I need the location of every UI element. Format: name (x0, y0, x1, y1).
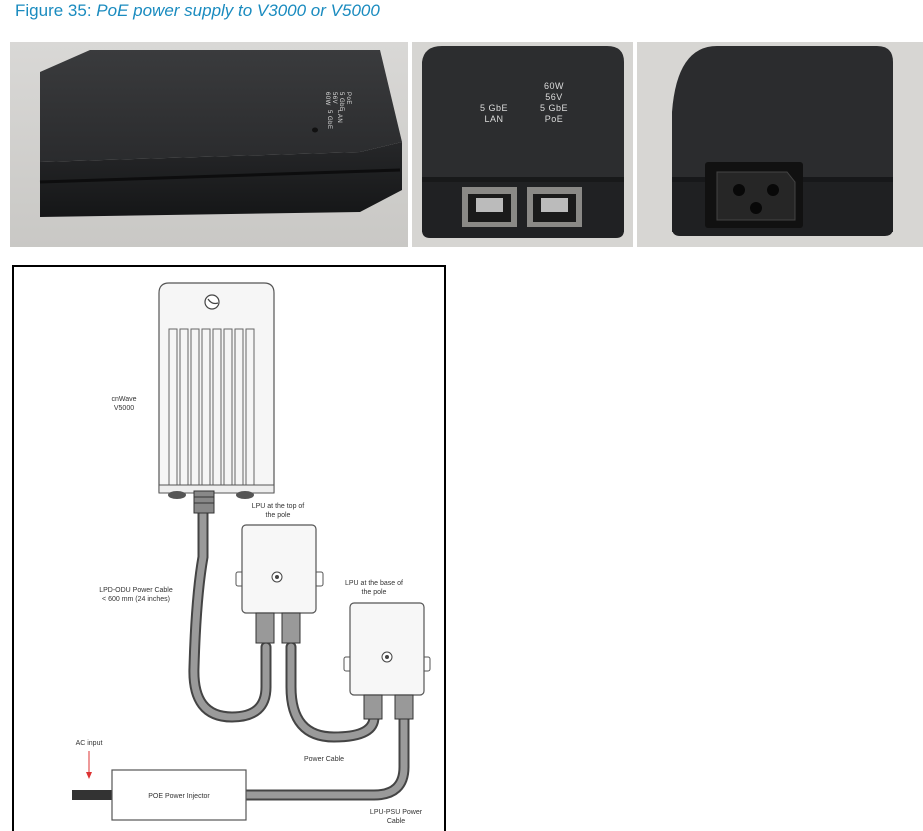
poe-label-line4: PoE (545, 114, 564, 124)
device-label-line1: cnWave (111, 396, 136, 403)
poe-injector-ac-socket-photo (637, 42, 923, 247)
poe-injector-side-photo: 60W 56V 5 GbE PoE 5 GbE LAN (10, 42, 408, 247)
lpu-base-unit (343, 602, 431, 720)
poe-port-icon (527, 187, 582, 227)
port-labels: 60W 56V 5 GbE PoE 5 GbE LAN (324, 92, 351, 130)
label-60w: 60W (324, 92, 330, 106)
label-poe: PoE (345, 92, 351, 105)
label-lan: LAN (336, 110, 342, 123)
lpu-top-label-line2: the pole (266, 512, 291, 519)
injector-label: POE Power Injector (148, 793, 210, 800)
lpu-base-label-line2: the pole (362, 589, 387, 596)
lpu-top-label-line1: LPU at the top of (252, 503, 305, 510)
device-label-line2: V5000 (114, 405, 134, 412)
poe-label-line3: 5 GbE (540, 103, 568, 113)
lpd-odu-cable (188, 506, 272, 723)
poe-port-label: 60W 56V 5 GbE PoE (540, 81, 568, 124)
lan-port-icon (462, 187, 517, 227)
label-5gbe-lan: 5 GbE (326, 110, 332, 130)
ac-input-cable (72, 790, 112, 800)
poe-power-injector (111, 769, 247, 821)
label-56v: 56V (331, 92, 337, 104)
psu-cable-label-line1: LPU-PSU Power (370, 809, 423, 816)
ac-input-label: AC input (76, 740, 103, 747)
lan-port-label: 5 GbE LAN (480, 103, 508, 124)
ac-socket-icon (705, 162, 803, 228)
ac-input-arrow-icon (86, 751, 92, 779)
figure-number: Figure 35: (15, 1, 92, 20)
figure-title: PoE power supply to V3000 or V5000 (96, 1, 380, 20)
lpu-base-label-line1: LPU at the base of (345, 580, 403, 587)
lpu-psu-cable (246, 712, 410, 801)
power-cable (285, 641, 380, 743)
lan-label-line1: 5 GbE (480, 103, 508, 113)
odu-cable-label-line2: < 600 mm (24 inches) (102, 596, 170, 603)
poe-label-line2: 56V (545, 92, 563, 102)
lan-label-line2: LAN (484, 114, 503, 124)
psu-cable-label-line2: Cable (387, 818, 405, 825)
cnwave-v5000-device (158, 282, 275, 514)
figure-caption: Figure 35: PoE power supply to V3000 or … (15, 0, 380, 22)
label-5gbe-poe: 5 GbE (338, 92, 344, 112)
poe-wiring-diagram: cnWave V5000 LPU at the top of the pole … (12, 265, 446, 831)
poe-injector-ports-photo: 5 GbE LAN 60W 56V 5 GbE PoE (412, 42, 633, 247)
power-cable-label: Power Cable (304, 756, 344, 763)
poe-label-line1: 60W (544, 81, 564, 91)
odu-cable-label-line1: LPD-ODU Power Cable (99, 587, 173, 594)
lpu-top-unit (235, 524, 324, 644)
